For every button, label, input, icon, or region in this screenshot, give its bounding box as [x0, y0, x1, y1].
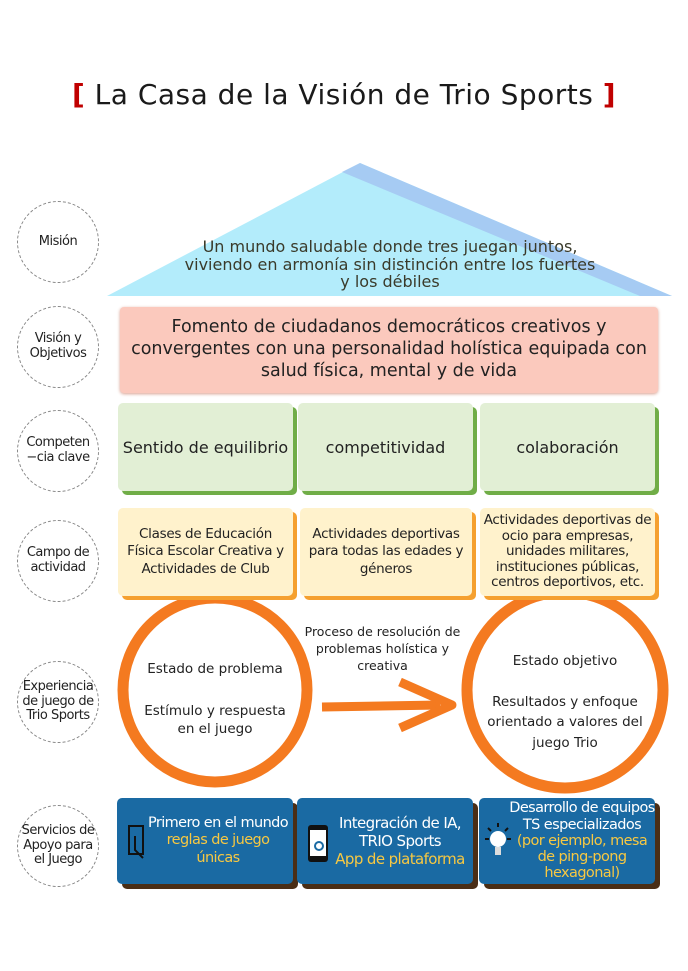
competency-competitiveness: competitividad: [298, 403, 473, 491]
problem-state-sub: Estímulo y respuesta en el juego: [144, 703, 286, 738]
field-leisure: Actividades deportivas de ocio para empr…: [480, 508, 655, 596]
mission-text: Un mundo saludable donde tres juegan jun…: [184, 237, 596, 292]
problem-state-title: Estado de problema: [147, 661, 283, 677]
competency-balance: Sentido de equilibrio: [118, 403, 293, 491]
row-label-experience: Experiencia de juego de Trio Sports: [17, 661, 99, 743]
title-text: La Casa de la Visión de Trio Sports: [94, 78, 594, 111]
goal-state-sub: Resultados y enfoque orientado a valores…: [487, 694, 643, 751]
vision-box: Fomento de ciudadanos democráticos creat…: [120, 307, 658, 393]
service-equipment: Desarrollo de equipos TS especializados(…: [479, 798, 655, 884]
field-school: Clases de Educación Física Escolar Creat…: [118, 508, 293, 596]
competency-collaboration: colaboración: [480, 403, 655, 491]
lightbulb-icon: [485, 823, 511, 855]
row-label-mission: Misión: [17, 201, 99, 283]
goal-circle: [461, 600, 669, 794]
process-arrow: [321, 700, 441, 712]
roof-triangle: [107, 163, 672, 296]
experience-graphics: [117, 600, 669, 794]
page-title: [ La Casa de la Visión de Trio Sports ]: [71, 78, 617, 111]
row-label-services: Servicios de Apoyo para el Juego: [17, 805, 99, 887]
touch-card-icon: [128, 825, 144, 859]
process-text: Proceso de resolución de problemas holís…: [304, 624, 461, 673]
problem-circle: [117, 600, 313, 788]
field-all-ages: Actividades deportivas para todas las ed…: [300, 508, 472, 596]
smartphone-touch-icon: [308, 825, 328, 862]
goal-state-title: Estado objetivo: [512, 653, 618, 669]
row-label-competencies: Competen −cia clave: [17, 410, 99, 492]
row-label-fields: Campo de actividad: [17, 520, 99, 602]
row-label-vision: Visión y Objetivos: [17, 306, 99, 388]
